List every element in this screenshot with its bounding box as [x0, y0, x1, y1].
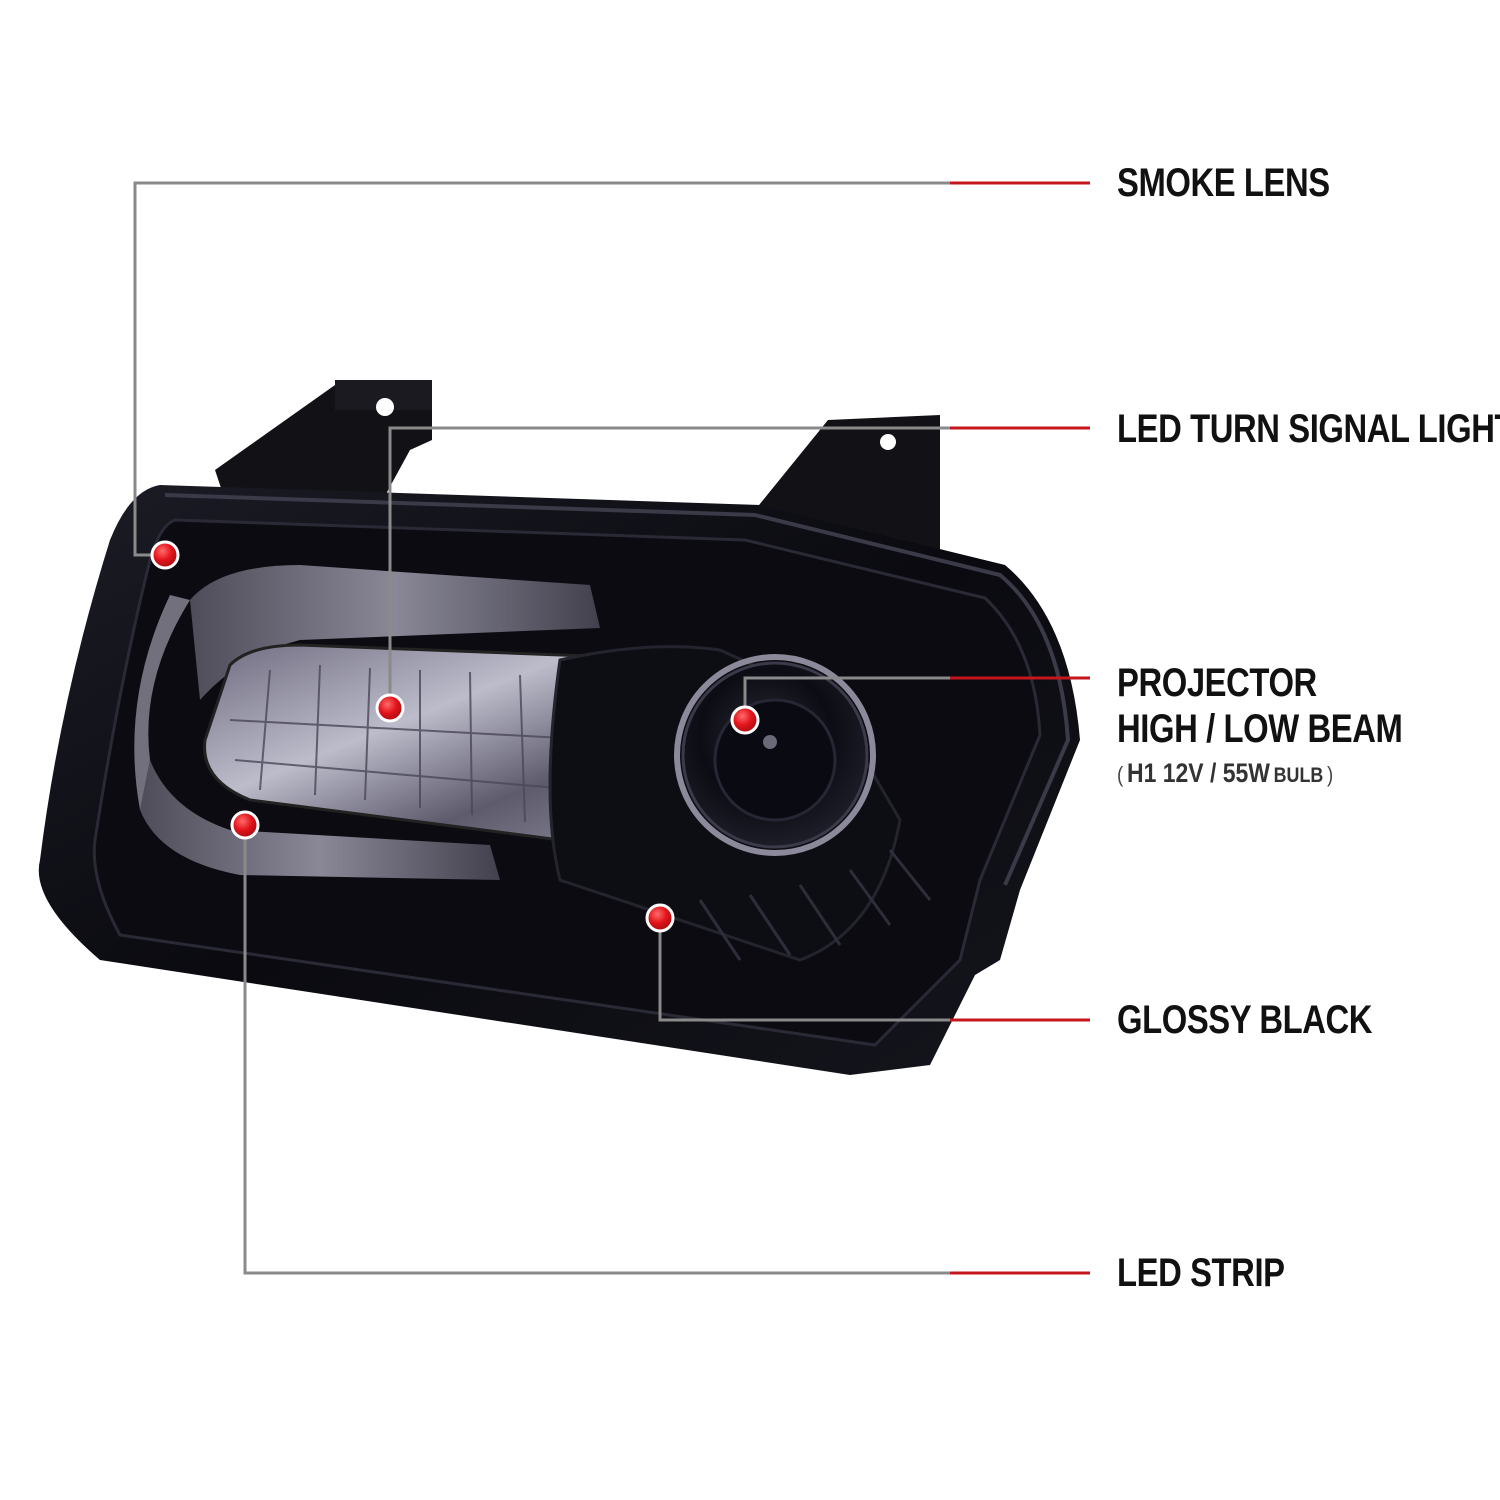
projector-fins [698, 849, 932, 961]
led-strip-lower [140, 760, 500, 880]
leader-lines [133, 181, 1090, 1275]
label-glossy-black: GLOSSY BLACK [1117, 998, 1373, 1042]
label-bulb-spec: ( H1 12V / 55W BULB ) [1117, 758, 1333, 789]
bulb-spec-text: H1 12V / 55W [1127, 758, 1270, 788]
bulb-close-paren: ) [1327, 762, 1334, 787]
dot-led-turn-signal [375, 693, 405, 723]
dot-led-strip [230, 810, 260, 840]
housing-rim [164, 493, 1071, 886]
dot-glossy-black [645, 903, 675, 933]
projector-lens [674, 654, 876, 856]
mounting-bracket-left [215, 380, 432, 505]
label-projector: PROJECTOR [1117, 661, 1317, 705]
reflector-ridges [229, 664, 601, 823]
led-strip-upper [190, 565, 600, 700]
label-led-strip: LED STRIP [1117, 1251, 1285, 1295]
dot-smoke-lens [150, 540, 180, 570]
label-high-low-beam: HIGH / LOW BEAM [1117, 707, 1403, 751]
bulb-open-paren: ( [1117, 762, 1124, 787]
callout-dots [150, 540, 760, 933]
label-led-turn-signal: LED TURN SIGNAL LIGHT [1117, 407, 1500, 451]
led-strip-side [134, 595, 190, 810]
dot-projector [730, 705, 760, 735]
label-smoke-lens: SMOKE LENS [1117, 161, 1330, 205]
bulb-word: BULB [1273, 764, 1324, 787]
